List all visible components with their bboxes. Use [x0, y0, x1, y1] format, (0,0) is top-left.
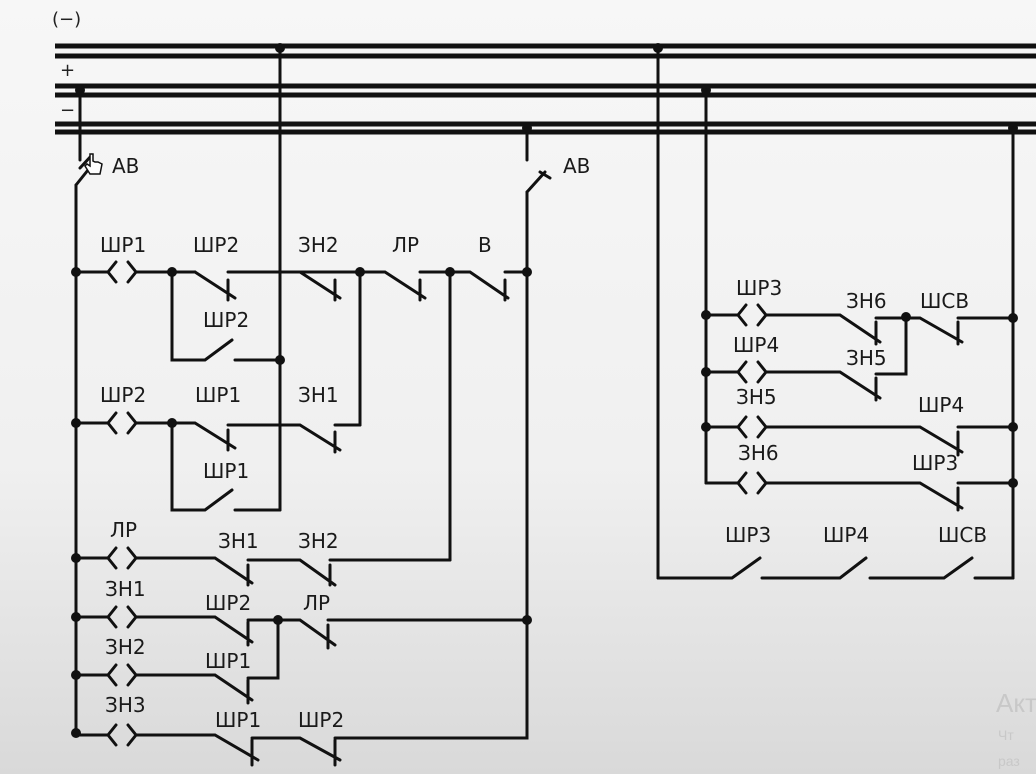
contact-row [704, 415, 1015, 457]
contact-row-bottom [656, 556, 1015, 580]
watermark-line1: Акт [996, 688, 1036, 718]
contact-nc [74, 411, 174, 435]
label-row1-c2: ШР2 [193, 233, 239, 257]
label-r-bottom-c2: ШР4 [823, 523, 869, 547]
label-row5-c2: ШР1 [205, 649, 251, 673]
label-r-bottom-c3: ШСВ [938, 523, 987, 547]
label-r-row1-c1: ШР3 [736, 276, 782, 300]
right-breaker-hook [538, 170, 552, 180]
contact-row [704, 471, 1015, 512]
label-row4-c2: ШР2 [205, 591, 251, 615]
label-row2-c2: ШР1 [195, 383, 241, 407]
hand-cursor-icon [84, 153, 103, 175]
right-circuit [653, 43, 1018, 580]
label-r-row2-c2: ЗН5 [846, 346, 887, 370]
label-r-row3-c2: ШР4 [918, 393, 964, 417]
label-r-row3-c1: ЗН5 [736, 385, 777, 409]
right-breaker-blade [525, 170, 547, 194]
label-r-row4-c2: ШР3 [912, 451, 958, 475]
label-row5-c1: ЗН2 [105, 635, 146, 659]
label-row2-bypass: ШР1 [203, 459, 249, 483]
contact-row [74, 605, 529, 650]
label-row1-c5: В [478, 233, 492, 257]
contact-row [74, 546, 452, 587]
bypass-contact [170, 270, 282, 362]
left-circuit [71, 43, 552, 767]
label-breaker-left: АВ [112, 154, 139, 178]
contact-no [278, 270, 342, 302]
contact-no [170, 421, 362, 454]
label-row2-c3: ЗН1 [298, 383, 339, 407]
watermark-line3: раз [998, 753, 1020, 769]
label-r-bottom-c1: ШР3 [725, 523, 771, 547]
junction-dot [522, 123, 532, 133]
label-row3-c1: ЛР [110, 518, 137, 542]
contact-row [704, 303, 1015, 346]
bus-label-plus: + [60, 60, 75, 81]
junction-dot [522, 267, 532, 277]
label-breaker-right: АВ [563, 154, 590, 178]
label-row6-c1: ЗН3 [105, 693, 146, 717]
watermark-line2: Чт [998, 727, 1014, 743]
label-r-row4-c1: ЗН6 [738, 441, 779, 465]
contact-row [74, 618, 529, 767]
contact-no [448, 270, 529, 302]
label-row1-bypass: ШР2 [203, 308, 249, 332]
contact-nc [98, 260, 174, 284]
bus-bars [55, 43, 1036, 135]
junction-dot [75, 85, 85, 95]
junction-dot [1008, 422, 1018, 432]
label-r-row2-c1: ШР4 [733, 333, 779, 357]
junction-dot [275, 355, 285, 365]
label-r-row1-c3: ШСВ [920, 289, 969, 313]
label-row4-c1: ЗН1 [105, 577, 146, 601]
label-row1-c1: ШР1 [100, 233, 146, 257]
bypass-contact [170, 421, 282, 512]
junction-dot [1008, 478, 1018, 488]
label-row6-c3: ШР2 [298, 708, 344, 732]
bus-label-minus: − [60, 100, 75, 121]
label-row4-c3: ЛР [303, 591, 330, 615]
label-row6-c2: ШР1 [215, 708, 261, 732]
label-row1-c3: ЗН2 [298, 233, 339, 257]
junction-dot [275, 43, 285, 53]
contact-row [74, 618, 280, 705]
bus-label-minus-top: (−) [52, 9, 81, 30]
contact-row [704, 315, 908, 402]
label-r-row1-c2: ЗН6 [846, 289, 887, 313]
left-breaker-blade [74, 168, 90, 187]
contact-no [358, 270, 452, 302]
label-row3-c3: ЗН2 [298, 529, 339, 553]
label-row3-c2: ЗН1 [218, 529, 259, 553]
label-row1-c4: ЛР [392, 233, 419, 257]
junction-dot [1008, 313, 1018, 323]
label-row2-c1: ШР2 [100, 383, 146, 407]
